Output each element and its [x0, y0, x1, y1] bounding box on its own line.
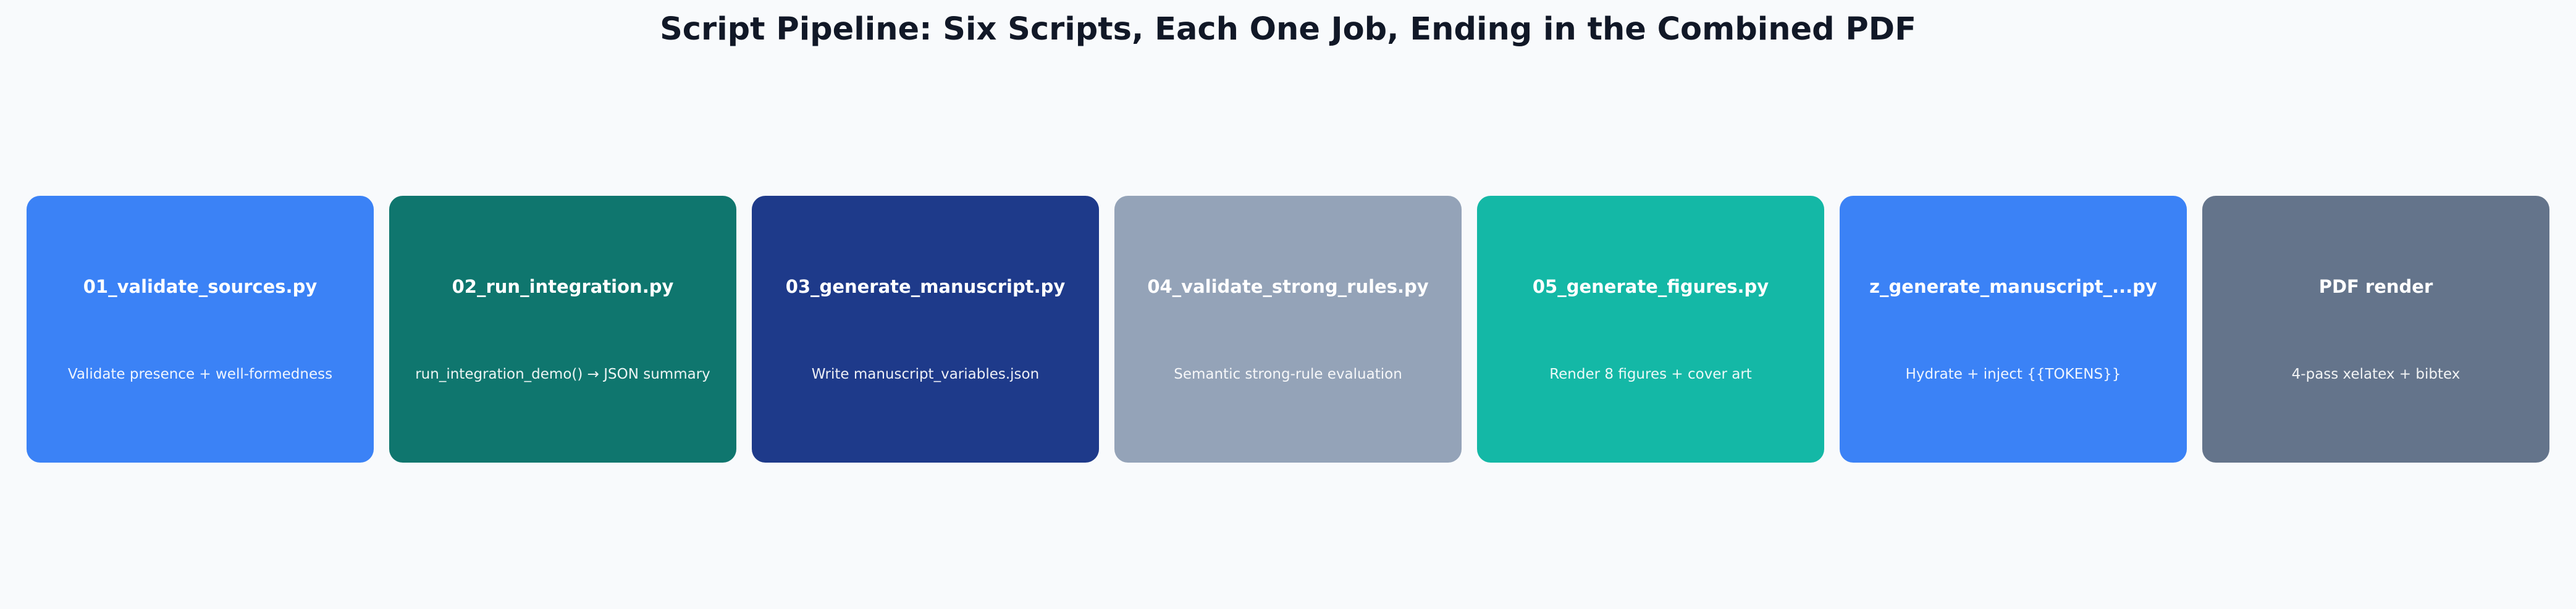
step-validate-sources: 01_validate_sources.py Validate presence…	[27, 196, 374, 463]
page-title: Script Pipeline: Six Scripts, Each One J…	[660, 11, 1916, 48]
step-description: Hydrate + inject {{TOKENS}}	[1905, 366, 2121, 382]
step-z-generate-manuscript: z_generate_manuscript_...py Hydrate + in…	[1840, 196, 2187, 463]
step-description: Render 8 figures + cover art	[1549, 366, 1752, 382]
step-name: 01_validate_sources.py	[83, 276, 318, 297]
step-name: PDF render	[2318, 276, 2433, 297]
step-description: Validate presence + well-formedness	[67, 366, 333, 382]
step-validate-strong-rules: 04_validate_strong_rules.py Semantic str…	[1114, 196, 1462, 463]
step-name: 04_validate_strong_rules.py	[1147, 276, 1429, 297]
step-name: z_generate_manuscript_...py	[1869, 276, 2157, 297]
step-description: Write manuscript_variables.json	[811, 366, 1040, 382]
step-description: Semantic strong-rule evaluation	[1174, 366, 1402, 382]
step-generate-manuscript: 03_generate_manuscript.py Write manuscri…	[752, 196, 1099, 463]
step-generate-figures: 05_generate_figures.py Render 8 figures …	[1477, 196, 1824, 463]
step-run-integration: 02_run_integration.py run_integration_de…	[389, 196, 736, 463]
step-description: 4-pass xelatex + bibtex	[2291, 366, 2460, 382]
step-name: 05_generate_figures.py	[1532, 276, 1769, 297]
step-name: 03_generate_manuscript.py	[785, 276, 1066, 297]
step-description: run_integration_demo() → JSON summary	[415, 366, 710, 382]
step-name: 02_run_integration.py	[452, 276, 674, 297]
step-pdf-render: PDF render 4-pass xelatex + bibtex	[2202, 196, 2549, 463]
